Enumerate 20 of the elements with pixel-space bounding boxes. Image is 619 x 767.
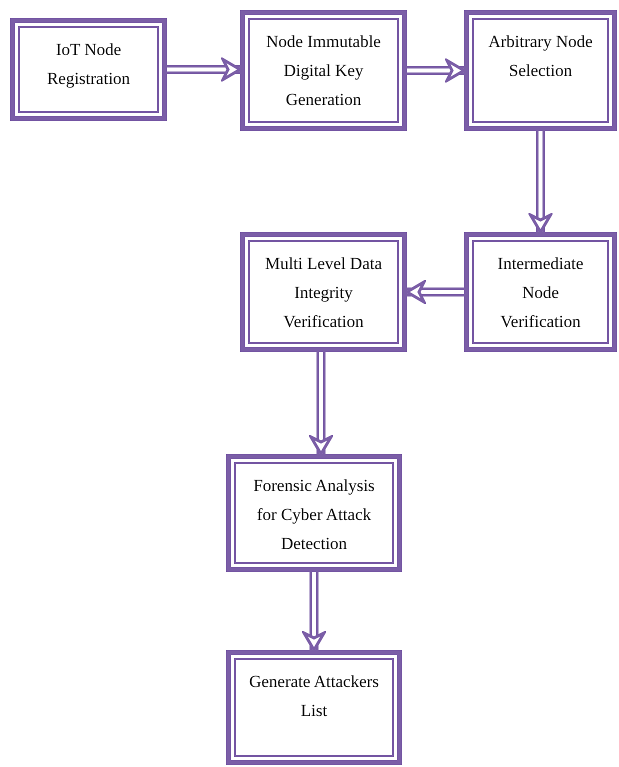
process-box (226, 650, 402, 765)
double-arrow (407, 59, 466, 82)
double-arrow (167, 58, 242, 81)
process-box (240, 10, 407, 131)
double-arrow (406, 280, 464, 304)
process-box (226, 454, 402, 572)
box-text: Arbitrary Node Selection (487, 31, 594, 82)
process-box (464, 232, 617, 352)
box-text: Node Immutable Digital Key Generation (265, 31, 382, 111)
box-text: Multi Level Data Integrity Verification (264, 253, 384, 333)
process-box (240, 232, 407, 352)
box-text: IoT Node Registration (46, 39, 132, 90)
double-arrow (302, 572, 326, 652)
box-text: Generate Attackers List (248, 671, 380, 722)
box-text: Forensic Analysis for Cyber Attack Detection (252, 475, 376, 555)
double-arrow (529, 131, 552, 234)
box-text: Intermediate Node Verification (496, 253, 584, 333)
process-box (10, 18, 167, 121)
process-box (464, 10, 617, 131)
double-arrow (310, 352, 332, 456)
